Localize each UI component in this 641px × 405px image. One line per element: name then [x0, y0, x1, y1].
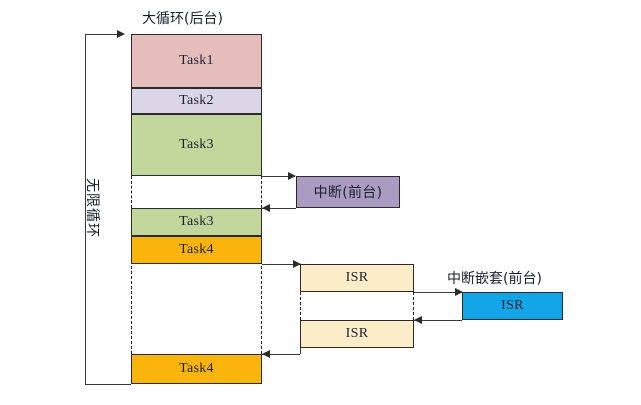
block-task3-second: Task3	[131, 208, 262, 236]
background-loop-title: 大循环(后台)	[142, 11, 223, 27]
block-task1-label: Task1	[179, 53, 214, 68]
block-isr-top: ISR	[300, 264, 414, 292]
dashed-guide-right	[261, 176, 262, 208]
loop-arrow-head-icon	[117, 30, 125, 38]
nested-enter-arrow-icon	[455, 288, 463, 296]
dashed-guide-left-2	[131, 256, 132, 354]
nested-interrupt-title: 中断嵌套(前台)	[447, 271, 542, 287]
block-task3-second-label: Task3	[179, 214, 214, 229]
nested-enter-line	[414, 292, 462, 293]
dashed-guide-left	[131, 176, 132, 208]
nested-return-arrow-icon	[414, 316, 422, 324]
block-isr-top-label: ISR	[345, 270, 369, 285]
block-isr-bottom: ISR	[300, 320, 414, 348]
block-task2-label: Task2	[179, 93, 214, 108]
block-task4-first: Task4	[131, 236, 262, 264]
block-task3-first-label: Task3	[179, 137, 214, 152]
block-task4-first-label: Task4	[179, 242, 214, 257]
isr-return-drop	[300, 348, 301, 354]
loop-spine	[85, 34, 86, 384]
dashed-guide-right-2	[261, 256, 262, 354]
isr-enter-arrow-icon	[293, 260, 301, 268]
infinite-loop-label: 无限循环	[84, 178, 100, 238]
block-isr-nested: ISR	[462, 292, 563, 320]
interrupt-enter-arrow-icon	[288, 172, 296, 180]
block-task4-second: Task4	[131, 354, 262, 384]
isr-dashed-guide-left	[300, 292, 301, 320]
block-isr-bottom-label: ISR	[345, 326, 369, 341]
interrupt-enter-line	[262, 176, 295, 177]
block-task2: Task2	[131, 88, 262, 114]
interrupt-return-arrow-icon	[262, 204, 270, 212]
block-interrupt-foreground-label: 中断(前台)	[313, 185, 383, 201]
block-task1: Task1	[131, 34, 262, 88]
isr-enter-line	[262, 264, 300, 265]
loop-arrow-bottom-line	[85, 384, 131, 385]
isr-return-line	[262, 354, 300, 355]
block-task4-second-label: Task4	[179, 361, 214, 376]
block-task3-first: Task3	[131, 114, 262, 176]
nested-return-line	[414, 320, 462, 321]
isr-dashed-guide-right	[413, 292, 414, 320]
interrupt-return-line	[262, 208, 296, 209]
isr-return-arrow-icon	[262, 350, 270, 358]
loop-arrow-top-line	[85, 34, 121, 35]
block-isr-nested-label: ISR	[501, 298, 524, 313]
block-interrupt-foreground: 中断(前台)	[296, 176, 400, 208]
